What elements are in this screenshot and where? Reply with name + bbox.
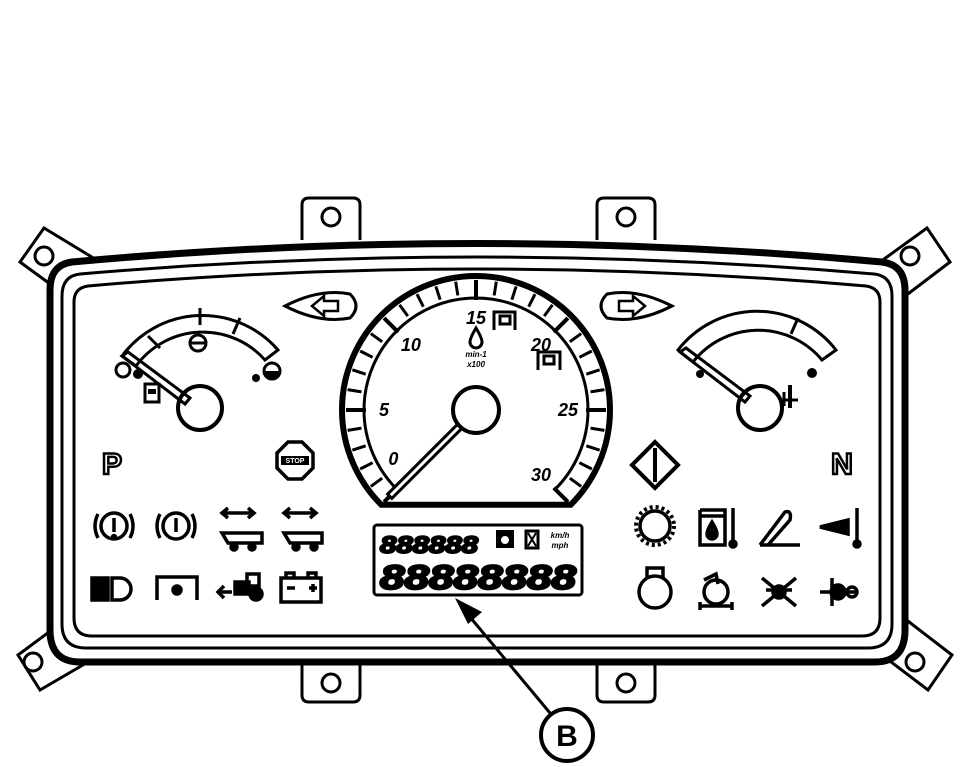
tach-tick: [359, 461, 374, 471]
tach-tick: [369, 332, 384, 344]
diff-lock-icon: [820, 578, 859, 606]
coolant-temp-icon: [819, 508, 862, 549]
tach-label-10: 10: [401, 335, 421, 355]
tach-tick: [527, 293, 537, 308]
fuel-filter-icon: [698, 508, 738, 549]
tach-tick: [382, 316, 400, 334]
lcd-box-icon: [524, 529, 540, 550]
tach-tick: [578, 461, 593, 471]
tach-label-25: 25: [557, 400, 579, 420]
tach-tick: [398, 303, 410, 318]
empty-mark-icon: [114, 361, 143, 379]
stop-icon: STOP: [275, 440, 315, 481]
tach-tick: [351, 368, 367, 376]
four-wheel-drive-icon: [760, 576, 798, 608]
callout-b: B: [455, 598, 595, 763]
tachometer: min-1 x100 0 5 10 15 20 25 30: [339, 273, 613, 508]
lcd-top-digits: 888888: [380, 532, 479, 559]
tach-ticks: [346, 280, 606, 504]
left-indicator-icons: [90, 506, 324, 604]
tach-tick: [585, 444, 601, 452]
tach-tick: [568, 332, 583, 344]
engine-speed-icon: [468, 325, 484, 350]
turn-right-indicator: [599, 291, 676, 321]
lcd-display: 888888 km/h mph 88888888: [372, 523, 584, 598]
tach-tick: [492, 281, 498, 296]
trailer-1-icon: [218, 506, 264, 552]
fuel-gauge: [114, 308, 282, 432]
lcd-bottom-digits: 88888888: [380, 559, 576, 597]
tach-tick: [552, 316, 570, 334]
tach-label-5: 5: [379, 400, 390, 420]
hydraulic-icon: [758, 509, 800, 547]
tach-multiplier: x100: [466, 360, 485, 369]
stop-label: STOP: [286, 458, 305, 465]
full-mark-icon: [252, 361, 282, 382]
tach-tick: [454, 281, 460, 296]
brake-warning-icon-2: [155, 511, 197, 541]
tach-tick: [351, 444, 367, 452]
arrow-right-icon: [617, 293, 647, 319]
coolant-temp-gauge: [675, 309, 839, 432]
tach-label-20: 20: [530, 335, 551, 355]
tach-tick: [347, 388, 362, 394]
arrow-left-icon: [310, 293, 340, 319]
tach-tick: [434, 285, 442, 301]
glow-plug-icon: [634, 505, 676, 547]
air-filter-icon: [698, 571, 734, 610]
tach-label-0: 0: [388, 449, 398, 469]
tach-tick: [542, 303, 554, 318]
fuel-pump-icon: [143, 382, 161, 404]
tach-tick: [415, 293, 425, 308]
turn-left-indicator: [281, 291, 358, 321]
lcd-unit-mph: mph: [552, 541, 569, 550]
tach-tick: [590, 388, 605, 394]
tach-tick: [568, 476, 583, 488]
callout-arrowhead: [455, 598, 482, 624]
headlight-icon: [90, 576, 133, 602]
lcd-unit-kmh: km/h: [551, 531, 570, 540]
brake-warning-icon: [93, 511, 135, 541]
engine-oil-icon: [637, 566, 673, 610]
half-mark-icon: [188, 333, 208, 353]
battery-icon: [279, 571, 323, 604]
neutral-indicator: N: [831, 448, 853, 481]
lcd-tractor-icon: [496, 530, 514, 548]
temperature-icon: [780, 385, 798, 408]
pto-range-marker-icon: [492, 310, 517, 330]
master-warning-icon: [629, 439, 681, 491]
trailer-2-icon: [280, 506, 324, 552]
tach-tick: [510, 285, 518, 301]
tach-needle-hub: [451, 385, 501, 435]
pto-range-marker-icon-2: [536, 350, 562, 370]
pto-icon: [155, 575, 199, 600]
tach-tick: [585, 368, 601, 376]
tach-label-15: 15: [466, 308, 487, 328]
right-indicator-icons: [634, 505, 862, 610]
callout-label: B: [556, 720, 578, 753]
tach-unit: min-1: [465, 350, 487, 359]
tach-label-30: 30: [531, 465, 551, 485]
tractor-hitch-icon: [215, 572, 264, 602]
tach-tick: [578, 349, 593, 359]
tach-tick: [369, 476, 384, 488]
tach-tick: [552, 486, 570, 504]
tach-tick: [347, 426, 362, 432]
tach-tick: [590, 426, 605, 432]
tach-tick: [359, 349, 374, 359]
park-indicator: P: [102, 448, 122, 481]
